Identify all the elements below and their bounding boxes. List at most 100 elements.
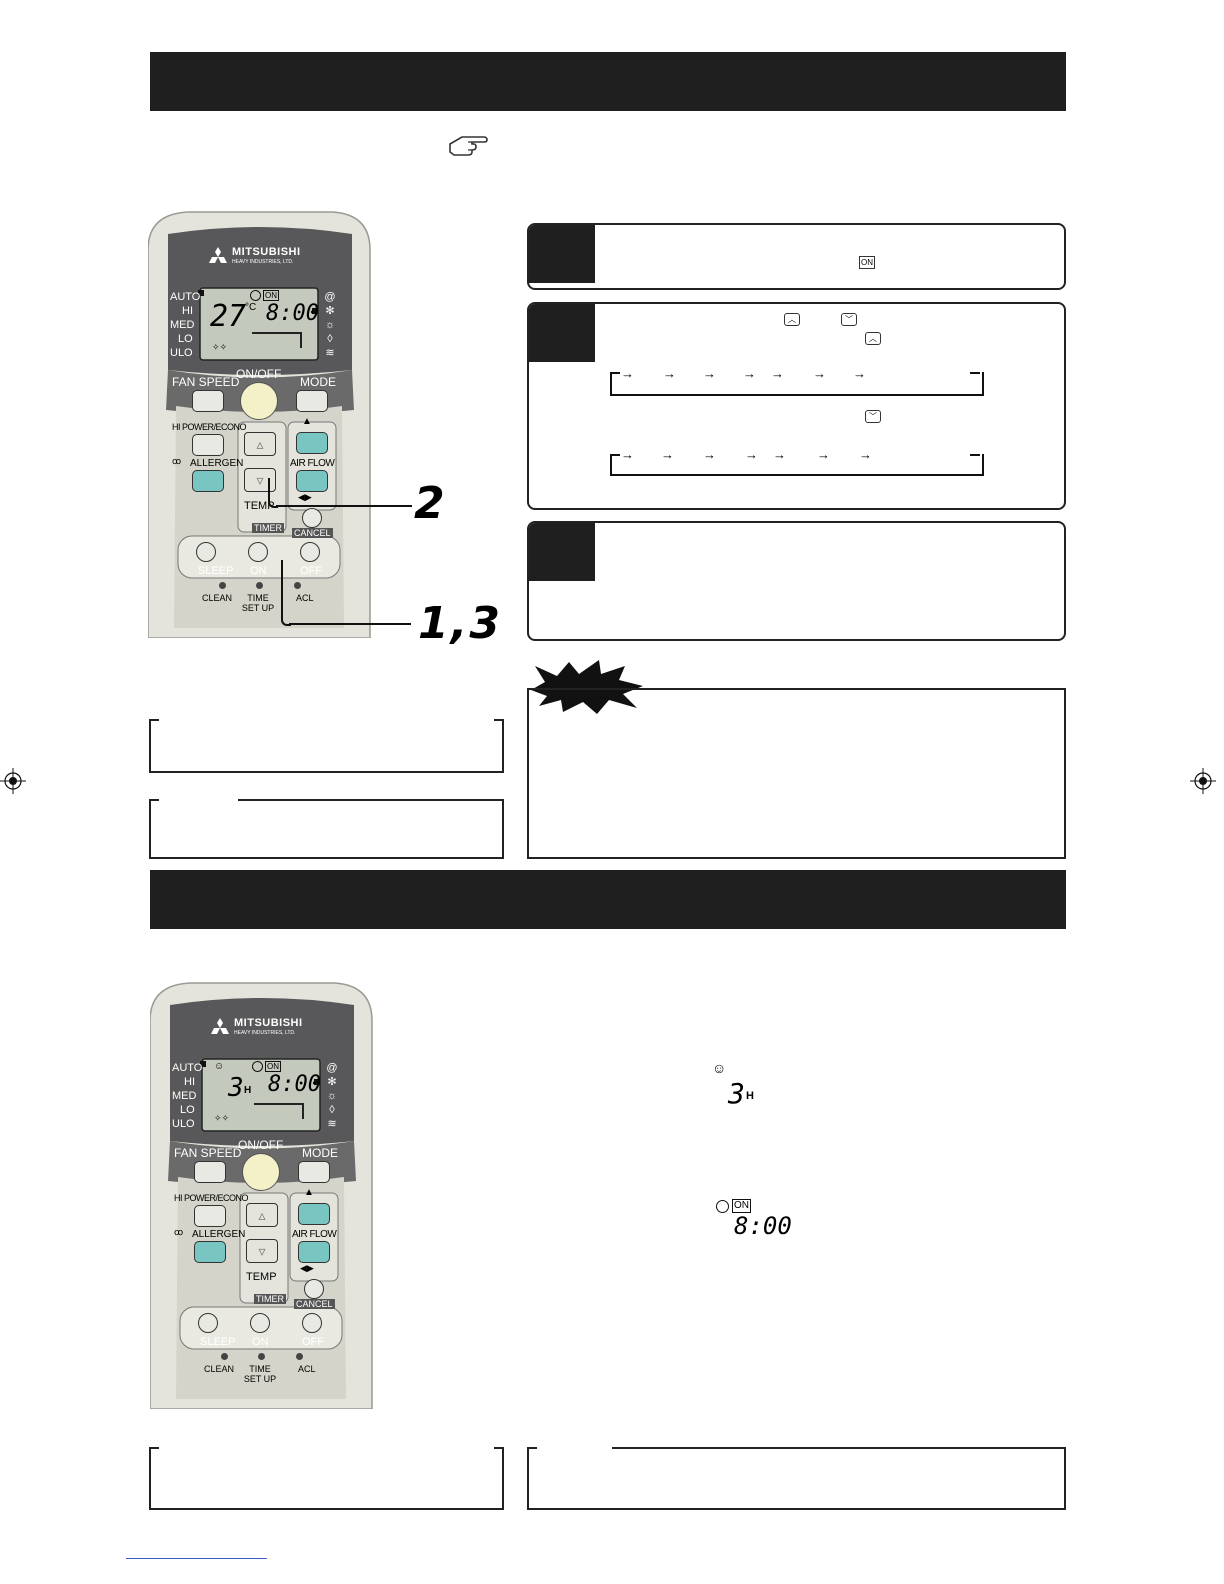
- lcd-on-badge: ON: [263, 290, 279, 301]
- temp-up-button[interactable]: ▵: [244, 432, 276, 456]
- lcd-time: 8:00: [268, 1072, 321, 1097]
- mode-label: MODE: [302, 1146, 338, 1160]
- allergen-button[interactable]: [192, 470, 224, 492]
- airflow-lower-button[interactable]: [298, 1241, 330, 1263]
- heat-mode-icon: ☼: [326, 1090, 338, 1102]
- lcd-on-badge: ON: [265, 1061, 281, 1072]
- sequence-arrow: →: [661, 447, 674, 462]
- fan-speed-label: FAN SPEED: [172, 375, 240, 389]
- airflow-lower-button[interactable]: [296, 470, 328, 492]
- info-box-left-1-tick-l: [149, 719, 159, 721]
- mode-button[interactable]: [296, 390, 328, 412]
- temp-label: TEMP: [244, 500, 275, 512]
- timer-on-button[interactable]: [248, 542, 268, 562]
- sleep-hours-unit: H: [746, 1090, 754, 1102]
- callout-2-leader-horizontal: [276, 505, 412, 507]
- heat-mode-icon: ☼: [324, 319, 336, 331]
- timer-off-button[interactable]: [302, 1313, 322, 1333]
- brand-logo: MITSUBISHI HEAVY INDUSTRIES, LTD.: [208, 1017, 318, 1039]
- sleep-button[interactable]: [196, 542, 216, 562]
- allergen-button[interactable]: [194, 1241, 226, 1263]
- remote-control-top: MITSUBISHI HEAVY INDUSTRIES, LTD. AUTO H…: [148, 210, 372, 638]
- sequence-arrow: →: [813, 366, 826, 381]
- sequence-arrow: →: [853, 366, 866, 381]
- info-box-bottom-left-tick-l: [149, 1447, 159, 1449]
- airflow-side-icon: ◀▶: [300, 1263, 314, 1273]
- fan-level-list: AUTO HI MED LO ULO: [172, 1061, 202, 1131]
- mode-icon-column: @ ✻ ☼ ◊ ≋: [324, 1061, 340, 1131]
- registration-mark-right: [1190, 768, 1216, 794]
- sequence-arrow: →: [773, 447, 786, 462]
- fan-speed-button[interactable]: [194, 1161, 226, 1183]
- airflow-upper-button[interactable]: [298, 1203, 330, 1225]
- cancel-button[interactable]: [302, 508, 322, 528]
- step-1-number-block: [529, 225, 595, 283]
- sleep-button[interactable]: [198, 1313, 218, 1333]
- fan-level-hi: HI: [184, 1076, 195, 1088]
- airflow-upper-button[interactable]: [296, 432, 328, 454]
- sequence-arrow: →: [859, 447, 872, 462]
- pointing-hand-icon: [448, 132, 488, 158]
- fan-speed-button[interactable]: [192, 390, 224, 412]
- off-label: OFF: [302, 1336, 324, 1348]
- temp-up-button[interactable]: ▵: [246, 1203, 278, 1227]
- lcd-clock-icon: [252, 1061, 263, 1072]
- mode-button[interactable]: [298, 1161, 330, 1183]
- acl-dot: [296, 1353, 303, 1360]
- timer-off-button[interactable]: [300, 542, 320, 562]
- cancel-label: CANCEL: [294, 1299, 335, 1309]
- sequence-bracket-down-right-tick: [970, 454, 980, 456]
- off-label: OFF: [300, 565, 322, 577]
- fan-speed-label: FAN SPEED: [174, 1146, 242, 1160]
- note-starburst: [527, 660, 647, 714]
- dry-mode-icon: ◊: [327, 333, 333, 345]
- timer-on-button[interactable]: [250, 1313, 270, 1333]
- clean-label: CLEAN: [204, 1364, 235, 1374]
- temp-down-button[interactable]: ▿: [246, 1239, 278, 1263]
- hi-power-econo-button[interactable]: [192, 434, 224, 456]
- sequence-arrow: →: [663, 366, 676, 381]
- sequence-bracket-down: [610, 454, 984, 476]
- timer-label: TIMER: [254, 1294, 286, 1304]
- on-off-button[interactable]: [240, 382, 278, 420]
- fan-mode-icon: ≋: [325, 347, 335, 359]
- sleep-label: SLEEP: [200, 1336, 236, 1348]
- allergen-label: ALLERGEN: [190, 458, 244, 469]
- time-set-up-label: TIME SET UP: [241, 593, 275, 613]
- sequence-bracket-down-left-tick: [610, 454, 620, 456]
- step-1-box: ON: [527, 223, 1066, 290]
- lcd-airflow-icon: [252, 332, 302, 348]
- on-badge-icon: ON: [732, 1199, 751, 1213]
- on-off-label: ON/OFF: [236, 367, 282, 381]
- on-off-button[interactable]: [242, 1153, 280, 1191]
- info-box-left-2: [149, 800, 504, 859]
- info-box-left-1-tick-r: [494, 719, 504, 721]
- mode-icon-column: @ ✻ ☼ ◊ ≋: [322, 290, 338, 360]
- acl-dot: [294, 582, 301, 589]
- allergen-icon: ꝏ: [172, 456, 182, 466]
- timer-on-icon: ON: [859, 256, 875, 269]
- hi-power-econo-button[interactable]: [194, 1205, 226, 1227]
- brand-subtitle: HEAVY INDUSTRIES, LTD.: [234, 1030, 296, 1036]
- callout-1-3-leader-vertical: [281, 560, 291, 626]
- callout-1-3-leader-horizontal: [289, 623, 411, 625]
- sequence-bracket-up-right-tick: [970, 372, 980, 374]
- registration-mark-left: [0, 768, 26, 794]
- sequence-arrow: →: [771, 366, 784, 381]
- on-label: ON: [250, 565, 267, 577]
- info-box-left-1: [149, 720, 504, 773]
- sleep-hours-display: 3: [728, 1077, 745, 1110]
- lcd-airflow-icon: [254, 1103, 304, 1119]
- sleep-face-icon: ☺: [712, 1060, 727, 1076]
- callout-step-2: 2: [414, 478, 447, 529]
- lcd-sleep-icon: ☺: [214, 1061, 225, 1072]
- on-label: ON: [252, 1336, 269, 1348]
- hi-power-econo-label: HI POWER/ECONO: [172, 422, 247, 432]
- cancel-button[interactable]: [304, 1279, 324, 1299]
- brand-name: MITSUBISHI: [232, 246, 301, 258]
- allergen-label: ALLERGEN: [192, 1229, 246, 1240]
- cancel-label: CANCEL: [292, 528, 333, 538]
- brand-subtitle: HEAVY INDUSTRIES, LTD.: [232, 259, 294, 265]
- auto-mode-icon: @: [326, 1062, 338, 1074]
- airflow-up-icon: ▲: [302, 416, 312, 427]
